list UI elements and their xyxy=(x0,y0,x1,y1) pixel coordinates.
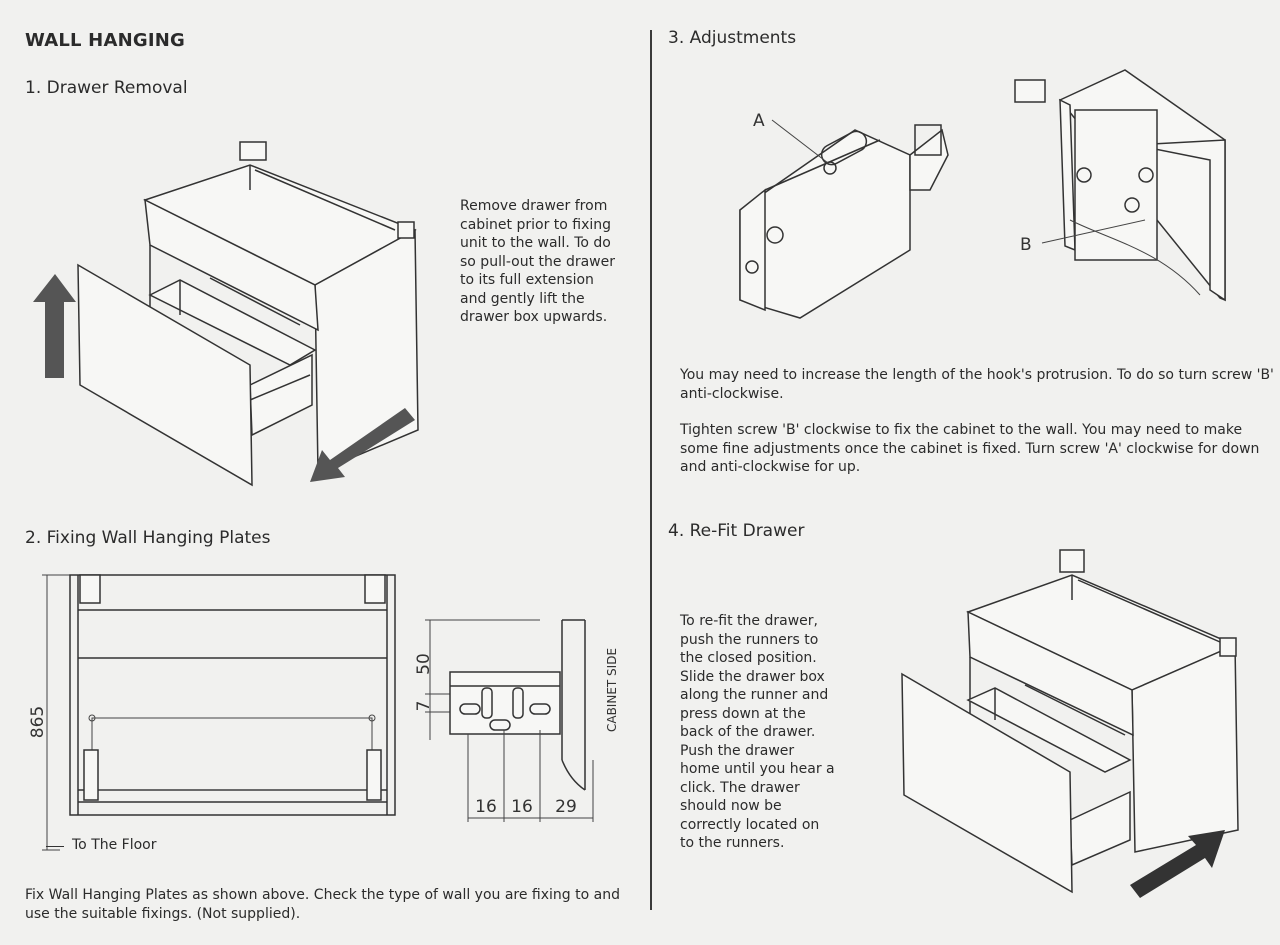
label-a: A xyxy=(753,111,765,131)
wall-plate-detail-diagram: 50 7 16 16 29 CABINET SIDE xyxy=(414,619,619,822)
step3-paragraph-1: You may need to increase the length of t… xyxy=(680,366,1274,403)
dimension-29: 29 xyxy=(555,797,577,817)
dimension-16a: 16 xyxy=(475,797,497,817)
page-title: WALL HANGING xyxy=(25,30,185,51)
up-arrow-icon xyxy=(33,274,76,378)
step2-line: use the suitable fixings. (Not supplied)… xyxy=(25,905,301,922)
step1-line: to its full extension xyxy=(460,272,594,288)
dimension-7: 7 xyxy=(414,701,434,712)
step4-line: To re-fit the drawer, xyxy=(680,613,818,629)
step2-line: Fix Wall Hanging Plates as shown above. … xyxy=(25,887,620,903)
screw-a-icon xyxy=(823,161,837,175)
step4-line: to the runners. xyxy=(680,835,785,851)
step1-heading: 1. Drawer Removal xyxy=(25,78,188,98)
step4-line: back of the drawer. xyxy=(680,724,816,740)
floor-marker xyxy=(46,846,64,847)
step4-line: click. The drawer xyxy=(680,779,800,796)
step3-heading: 3. Adjustments xyxy=(668,28,797,48)
step3-line: some fine adjustments once the cabinet i… xyxy=(680,440,1260,457)
step4-heading: 4. Re-Fit Drawer xyxy=(668,521,805,541)
screw-b-icon xyxy=(1076,167,1092,183)
cabinet-side-label: CABINET SIDE xyxy=(605,648,619,732)
step4-line: correctly located on xyxy=(680,816,820,833)
step3-line: Tighten screw 'B' clockwise to fix the c… xyxy=(680,422,1243,438)
floor-label: To The Floor xyxy=(72,837,157,853)
drawer-removal-illustration xyxy=(33,141,419,487)
step3-line: You may need to increase the length of t… xyxy=(680,367,1274,383)
step1-line: Remove drawer from xyxy=(460,198,608,214)
step4-line: Push the drawer xyxy=(680,742,795,759)
step3-line: anti-clockwise. xyxy=(680,385,784,402)
step1-line: and gently lift the xyxy=(460,290,585,307)
dimension-50: 50 xyxy=(414,653,434,675)
step4-line: the closed position. xyxy=(680,650,817,666)
step3-line: and anti-clockwise for up. xyxy=(680,459,861,475)
refit-drawer-illustration xyxy=(901,549,1239,898)
dimension-16b: 16 xyxy=(511,797,533,817)
step1-instructions: Remove drawer from cabinet prior to fixi… xyxy=(460,197,615,327)
step2-heading: 2. Fixing Wall Hanging Plates xyxy=(25,528,271,548)
pull-out-arrow-icon xyxy=(310,408,415,482)
step4-line: press down at the xyxy=(680,705,806,722)
step1-line: drawer box upwards. xyxy=(460,309,608,325)
height-dimension: 865 xyxy=(28,706,48,738)
label-b: B xyxy=(1020,235,1032,255)
step4-line: Slide the drawer box xyxy=(680,668,825,685)
page-divider xyxy=(650,30,652,910)
step3-paragraph-2: Tighten screw 'B' clockwise to fix the c… xyxy=(680,421,1259,477)
step1-line: so pull-out the drawer xyxy=(460,253,616,270)
step4-instructions: To re-fit the drawer, push the runners t… xyxy=(680,612,835,853)
wall-plate-front-diagram: 865 xyxy=(28,574,396,851)
step4-line: along the runner and xyxy=(680,687,829,703)
step4-line: push the runners to xyxy=(680,631,819,648)
push-in-arrow-icon xyxy=(1130,830,1225,898)
step4-line: should now be xyxy=(680,798,782,814)
step4-line: home until you hear a xyxy=(680,761,835,777)
adjustment-illustration: A B xyxy=(739,69,1226,319)
step2-instructions: Fix Wall Hanging Plates as shown above. … xyxy=(25,886,620,923)
step1-line: unit to the wall. To do xyxy=(460,235,611,251)
step1-line: cabinet prior to fixing xyxy=(460,216,612,233)
